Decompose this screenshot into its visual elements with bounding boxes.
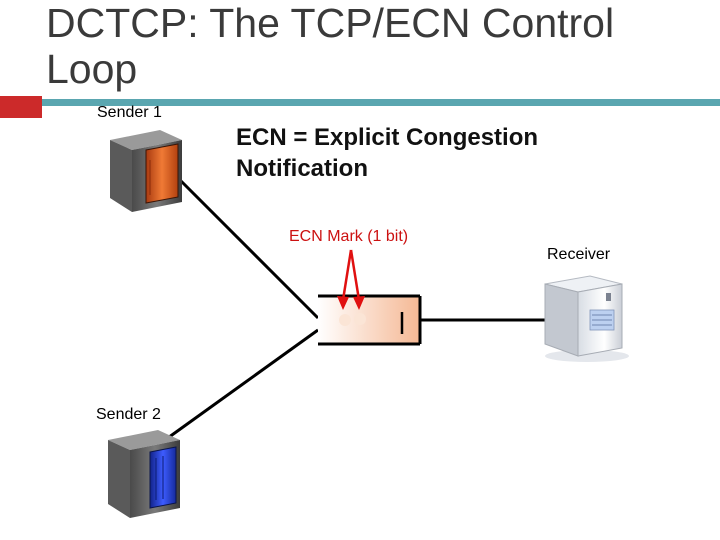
slide-title: DCTCP: The TCP/ECN Control Loop bbox=[46, 0, 615, 92]
link-sender1-queue bbox=[168, 168, 320, 320]
sender1-label: Sender 1 bbox=[97, 104, 162, 121]
sender1-server-icon bbox=[110, 130, 182, 212]
sender2-label: Sender 2 bbox=[96, 406, 161, 423]
receiver-workstation-icon bbox=[544, 275, 629, 362]
title-bar-red bbox=[0, 96, 42, 118]
ecn-definition: ECN = Explicit Congestion Notification bbox=[236, 124, 539, 182]
sender2-server-icon bbox=[108, 430, 180, 518]
marked-packets bbox=[339, 313, 366, 326]
link-sender2-queue bbox=[164, 328, 319, 442]
receiver-label: Receiver bbox=[547, 246, 611, 263]
switch-queue-icon bbox=[318, 294, 422, 346]
ecn-mark-label: ECN Mark (1 bit) bbox=[289, 228, 409, 245]
ecn-mark-arrows bbox=[337, 249, 365, 310]
title-bar-teal bbox=[42, 99, 720, 106]
